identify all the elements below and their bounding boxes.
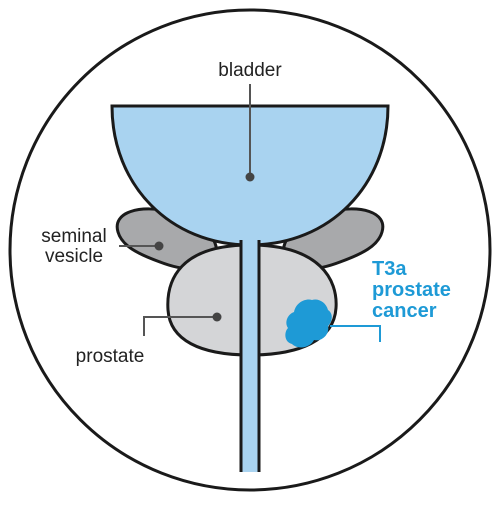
cancer-label-line3: cancer bbox=[372, 300, 437, 322]
prostate-pointer-dot bbox=[212, 312, 222, 322]
prostate-leader-line bbox=[143, 316, 216, 336]
bladder-pointer-dot bbox=[245, 172, 255, 182]
prostate-label: prostate bbox=[76, 346, 145, 367]
tumour-blob bbox=[285, 299, 332, 348]
cancer-label-line1: T3a bbox=[372, 258, 407, 280]
cancer-leader-line bbox=[330, 325, 381, 342]
seminal-vesicle-label-line2: vesicle bbox=[45, 246, 103, 267]
bladder-label: bladder bbox=[218, 60, 282, 81]
cancer-label-line2: prostate bbox=[372, 279, 451, 301]
urethra bbox=[241, 240, 259, 472]
seminal-vesicle-pointer-dot bbox=[154, 241, 164, 251]
seminal-vesicle-label-line1: seminal bbox=[41, 226, 106, 247]
